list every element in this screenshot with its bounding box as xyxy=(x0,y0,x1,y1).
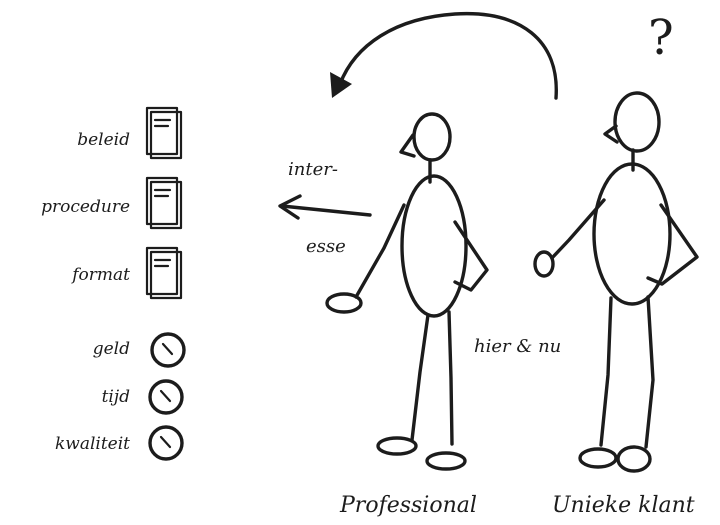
document-icon-procedure xyxy=(145,176,183,230)
caption-professional: Professional xyxy=(340,493,477,518)
label-beleid: beleid xyxy=(77,130,130,150)
arrow-label-top: inter- xyxy=(288,159,338,180)
client-figure xyxy=(533,91,699,473)
label-format: format xyxy=(72,265,130,285)
label-procedure: procedure xyxy=(41,197,130,217)
label-tijd: tijd xyxy=(101,387,130,407)
document-icon-format xyxy=(145,246,183,300)
professional-figure xyxy=(325,112,489,471)
arrow-label-bottom: esse xyxy=(306,236,346,257)
label-kwaliteit: kwaliteit xyxy=(54,434,130,454)
interest-arrow xyxy=(278,194,372,220)
caption-client: Unieke klant xyxy=(552,493,695,518)
gauge-icon-tijd xyxy=(148,379,184,415)
here-and-now-label: hier & nu xyxy=(474,336,562,357)
gauge-icon-geld xyxy=(150,332,186,368)
question-mark: ? xyxy=(648,10,674,66)
label-geld: geld xyxy=(92,339,130,359)
gauge-icon-kwaliteit xyxy=(148,425,184,461)
curved-arrow xyxy=(330,11,558,100)
document-icon-beleid xyxy=(145,106,183,160)
